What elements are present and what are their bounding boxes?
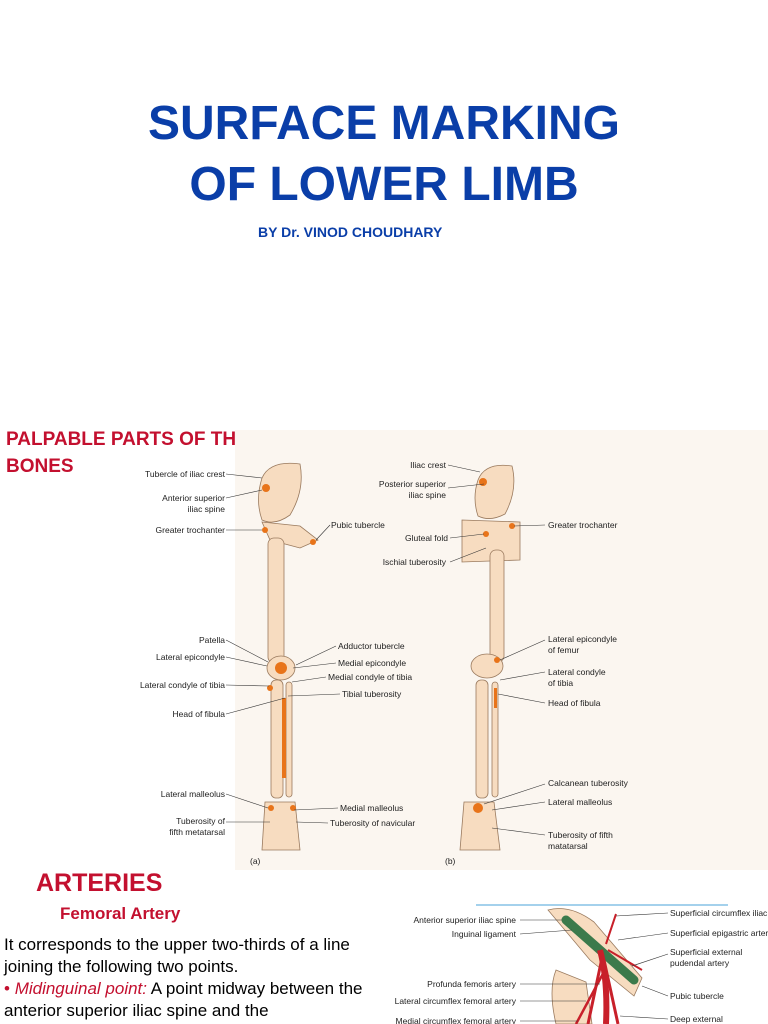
label-gluteal-fold: Gluteal fold [405,533,448,543]
label-lateral-epicondyle-b: Lateral epicondyle [548,634,617,644]
label-of-femur: of femur [548,645,579,655]
label-tuberosity-of: Tuberosity of [176,816,225,826]
label-medial-malleolus: Medial malleolus [340,803,403,813]
midinguinal-label: Midinguinal point: [15,979,147,998]
label-of-tibia: of tibia [548,678,573,688]
author-byline: BY Dr. VINOD CHOUDHARY [258,224,442,240]
label-matatarsal: matatarsal [548,841,588,851]
label-head-of-fibula-a: Head of fibula [173,709,226,719]
label-greater-trochanter-b: Greater trochanter [548,520,618,530]
label-lateral-condyle-b: Lateral condyle [548,667,606,677]
label-tibial-tuberosity: Tibial tuberosity [342,689,402,699]
label-medial-condyle-tibia: Medial condyle of tibia [328,672,412,682]
lower-limb-bones-figure: (a) (b) [0,430,768,870]
figure-a-letter: (a) [250,856,261,866]
label-lateral-malleolus-b: Lateral malleolus [548,797,612,807]
label-tuberosity-fifth: Tuberosity of fifth [548,830,613,840]
midinguinal-point-item: • Midinguinal point: A point midway betw… [4,978,376,1022]
label-inguinal-ligament: Inguinal ligament [452,929,517,939]
label-asis: Anterior superior iliac spine [413,915,516,925]
title-line-2: OF LOWER LIMB [0,157,768,213]
arteries-heading: ARTERIES [36,869,162,898]
label-medial-epicondyle: Medial epicondyle [338,658,406,668]
label-pubic-tubercle-c: Pubic tubercle [670,991,724,1001]
label-superficial-circumflex-iliac: Superficial circumflex iliac [670,908,768,918]
label-superficial-epigastric: Superficial epigastric artery [670,928,768,938]
bullet-glyph: • [4,979,10,998]
label-anterior-superior: Anterior superior [162,493,225,503]
femoral-artery-description: It corresponds to the upper two-thirds o… [4,934,376,1022]
label-lateral-malleolus-a: Lateral malleolus [161,789,225,799]
pelvis-femur-drawing [548,909,642,1024]
label-iliac-crest: Iliac crest [410,460,447,470]
label-superficial-external: Superficial external [670,947,742,957]
label-posterior-superior: Posterior superior [379,479,446,489]
label-fifth-metatarsal: fifth metatarsal [169,827,225,837]
label-lateral-condyle-tibia-a: Lateral condyle of tibia [140,680,225,690]
label-lateral-epicondyle-a: Lateral epicondyle [156,652,225,662]
label-posterior-iliac-spine: iliac spine [409,490,447,500]
label-lateral-circumflex-femoral: Lateral circumflex femoral artery [395,996,517,1006]
label-tuberosity-navicular: Tuberosity of navicular [330,818,415,828]
label-pubic-tubercle-a: Pubic tubercle [331,520,385,530]
label-ischial-tuberosity: Ischial tuberosity [383,557,447,567]
label-deep-external: Deep external [670,1014,723,1024]
label-profunda-femoris: Profunda femoris artery [427,979,517,989]
title-line-1: SURFACE MARKING [0,96,768,152]
label-patella: Patella [199,635,225,645]
label-iliac-spine: iliac spine [188,504,226,514]
label-greater-trochanter-a: Greater trochanter [156,525,226,535]
figure-b-letter: (b) [445,856,456,866]
label-calcanean-tuberosity: Calcanean tuberosity [548,778,629,788]
femoral-artery-figure: Anterior superior iliac spine Inguinal l… [380,900,768,1024]
label-adductor-tubercle: Adductor tubercle [338,641,405,651]
label-head-of-fibula-b: Head of fibula [548,698,601,708]
femoral-artery-subheading: Femoral Artery [60,904,180,924]
label-medial-circumflex-femoral: Medial circumflex femoral artery [396,1016,517,1024]
femoral-para-1: It corresponds to the upper two-thirds o… [4,934,376,978]
label-pudendal-artery: pudendal artery [670,958,730,968]
label-tubercle-iliac-crest: Tubercle of iliac crest [145,469,226,479]
